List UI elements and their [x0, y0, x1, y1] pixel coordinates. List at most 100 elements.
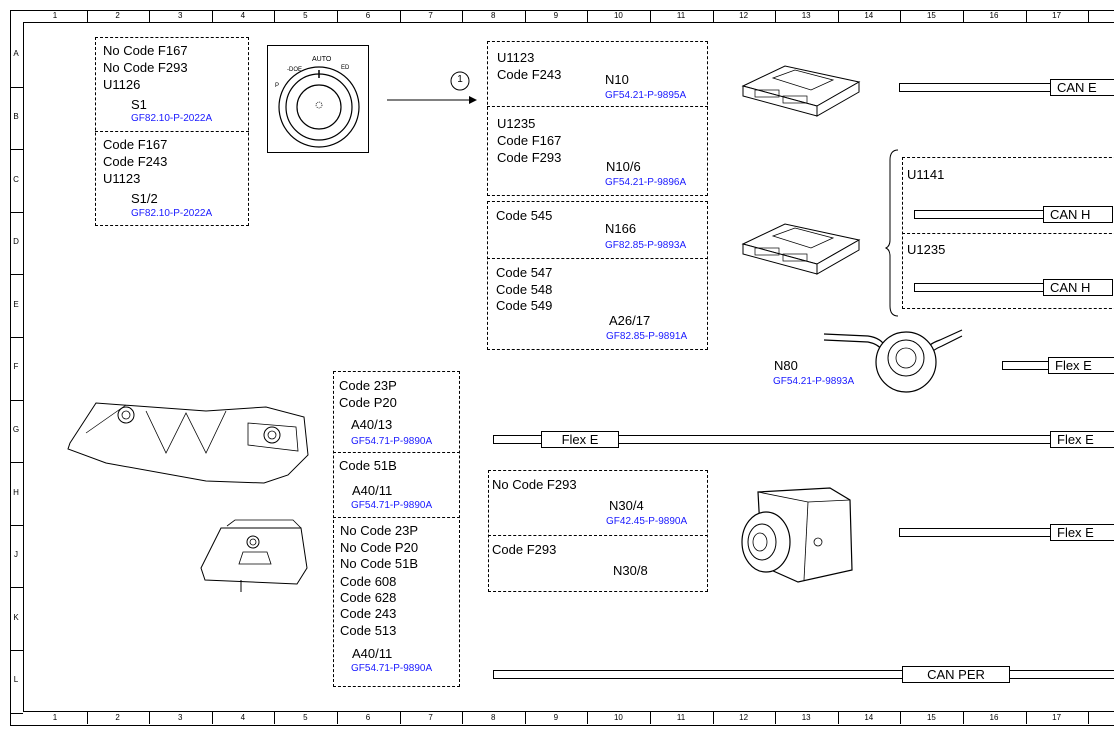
ruler-tick — [650, 712, 651, 724]
row-letter: F — [13, 362, 19, 372]
component-code: N30/4 — [609, 498, 644, 513]
row-letter: L — [13, 675, 19, 685]
document-ref[interactable]: GF82.85-P-9893A — [605, 240, 687, 251]
can-e-wire — [899, 83, 1059, 92]
can-per-wire — [493, 670, 1114, 679]
ruler-tick — [10, 462, 23, 464]
column-number: 9 — [553, 713, 559, 722]
column-number: 5 — [303, 11, 308, 20]
ruler-tick — [399, 712, 401, 724]
column-number: 7 — [428, 11, 433, 20]
steering-column-module-icon — [823, 329, 963, 393]
ruler-tick — [1025, 712, 1027, 724]
ruler-tick — [1025, 10, 1027, 22]
column-number: 10 — [613, 11, 623, 20]
box-divider — [487, 106, 708, 107]
can-h-label: CAN H — [1043, 279, 1113, 296]
callout-number: 1 — [457, 74, 463, 85]
variant-line: U1235 — [907, 242, 946, 257]
document-ref[interactable]: GF54.21-P-9895A — [605, 90, 687, 101]
svg-text:-DOE: -DOE — [287, 67, 302, 73]
ruler-tick — [10, 712, 23, 714]
column-number: 8 — [490, 713, 496, 722]
bus-bracket — [884, 149, 899, 317]
column-number: 16 — [989, 713, 999, 722]
document-ref[interactable]: GF82.85-P-9891A — [606, 331, 688, 342]
ruler-tick — [1088, 10, 1090, 22]
headlamp-switch-picture — [267, 45, 369, 153]
ruler-tick — [274, 712, 276, 724]
column-number: 15 — [926, 11, 936, 20]
column-number: 6 — [365, 11, 371, 20]
ruler-tick — [337, 712, 338, 724]
ruler-tick — [10, 211, 23, 213]
ruler-tick — [10, 524, 23, 526]
module-box-lower — [487, 201, 708, 350]
box-divider — [902, 233, 1114, 234]
can-per-label: CAN PER — [902, 666, 1010, 683]
svg-text:ED: ED — [341, 65, 350, 71]
ruler-tick — [10, 650, 23, 651]
document-ref[interactable]: GF54.71-P-9890A — [351, 663, 433, 674]
instrument-cluster-icon — [67, 402, 309, 484]
component-code: N30/8 — [613, 563, 648, 578]
document-ref[interactable]: GF82.10-P-2022A — [131, 208, 213, 219]
ruler-tick — [149, 712, 151, 724]
ruler-tick — [462, 10, 464, 22]
column-number: 2 — [115, 713, 120, 722]
column-number: 11 — [676, 713, 686, 722]
variant-line: U1235 — [497, 116, 536, 131]
ruler-tick — [900, 712, 902, 724]
column-number: 13 — [801, 713, 811, 722]
ruler-tick — [10, 337, 23, 338]
document-ref[interactable]: GF42.45-P-9890A — [606, 516, 688, 527]
document-ref[interactable]: GF54.21-P-9893A — [773, 376, 855, 387]
column-number: 12 — [739, 11, 749, 20]
column-number: 5 — [303, 713, 308, 722]
document-ref[interactable]: GF54.71-P-9890A — [351, 436, 433, 447]
component-code: S1 — [131, 97, 147, 112]
signal-arrow — [387, 71, 477, 104]
variant-line: Code 548 — [496, 282, 553, 297]
box-divider — [333, 517, 460, 518]
variant-line: No Code F293 — [492, 477, 577, 492]
ruler-tick — [712, 712, 714, 724]
column-number: 8 — [490, 11, 496, 20]
ruler-tick — [1088, 712, 1090, 724]
ruler-tick — [462, 712, 464, 724]
component-code: A40/11 — [352, 483, 393, 498]
column-number: 1 — [52, 713, 58, 722]
box-divider — [333, 452, 460, 453]
component-code: N10 — [605, 72, 629, 87]
ruler-tick — [587, 10, 589, 22]
ruler-tick — [837, 712, 839, 724]
ruler-tick — [712, 10, 714, 22]
document-ref[interactable]: GF54.21-P-9896A — [605, 177, 687, 188]
drawing-frame — [10, 10, 1114, 726]
document-ref[interactable]: GF82.10-P-2022A — [131, 113, 213, 124]
ruler-tick — [86, 712, 88, 724]
control-unit-icon — [741, 223, 861, 275]
component-code: N166 — [605, 221, 637, 236]
variant-line: Code 23P — [339, 378, 397, 393]
variant-line: Code 51B — [339, 458, 397, 473]
variant-line: Code F293 — [497, 150, 562, 165]
variant-line: U1126 — [103, 77, 141, 92]
box-divider — [488, 535, 708, 536]
ruler-tick — [211, 712, 213, 724]
component-code: A26/17 — [609, 313, 651, 328]
column-number: 16 — [989, 11, 999, 20]
flex-e-label: Flex E — [1050, 431, 1114, 448]
row-letter: D — [13, 237, 19, 247]
variant-line: No Code 51B — [340, 556, 419, 571]
ruler-tick — [211, 10, 213, 22]
column-number: 7 — [428, 713, 433, 722]
column-number: 4 — [240, 713, 246, 722]
control-unit-icon — [741, 65, 861, 117]
a40-variant-box — [333, 371, 460, 687]
ruler-tick — [10, 86, 23, 88]
row-letter: E — [13, 299, 19, 309]
variant-line: Code 545 — [496, 208, 553, 223]
variant-line: Code F167 — [497, 133, 562, 148]
document-ref[interactable]: GF54.71-P-9890A — [351, 500, 433, 511]
